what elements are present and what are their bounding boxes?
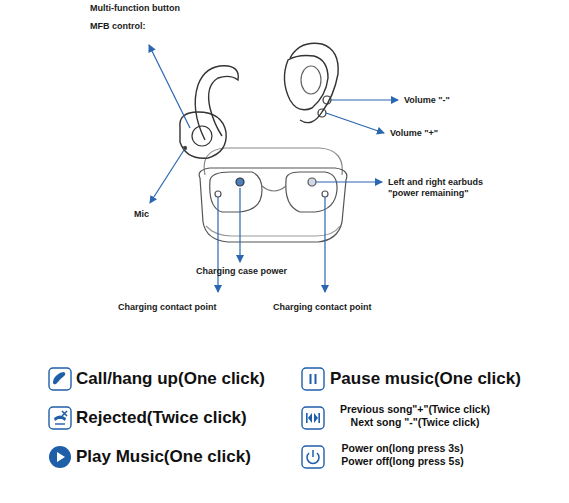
legend-text: Power on(long press 3s) Power off(long p… [330,442,475,467]
skip-icon [300,405,326,431]
legend-text: Call/hang up(One click) [76,367,291,391]
power-icon [300,444,326,470]
part-label: Left and right earbuds "power remaining" [388,177,506,199]
reject-icon [47,405,73,431]
play-icon [47,444,73,470]
legend-text: Previous song"+"(Twice click) Next song … [330,403,500,428]
part-label: Charging contact point [273,302,372,313]
case-drawing [180,43,347,242]
call-icon [47,366,73,392]
legend-text: Pause music(One click) [330,367,560,391]
part-label: Charging case power [196,266,287,277]
part-label: Charging contact point [118,302,217,313]
legend-text: Play Music(One click) [76,445,291,469]
part-label: Mic [134,209,149,220]
part-label: Multi-function button [90,3,180,14]
part-label: Volume "+" [390,128,438,139]
legend-text: Rejected(Twice click) [76,406,291,430]
pause-icon [300,366,326,392]
part-label: Volume "-" [404,95,450,106]
part-label: MFB control: [90,21,146,32]
leader-lines [149,45,398,292]
